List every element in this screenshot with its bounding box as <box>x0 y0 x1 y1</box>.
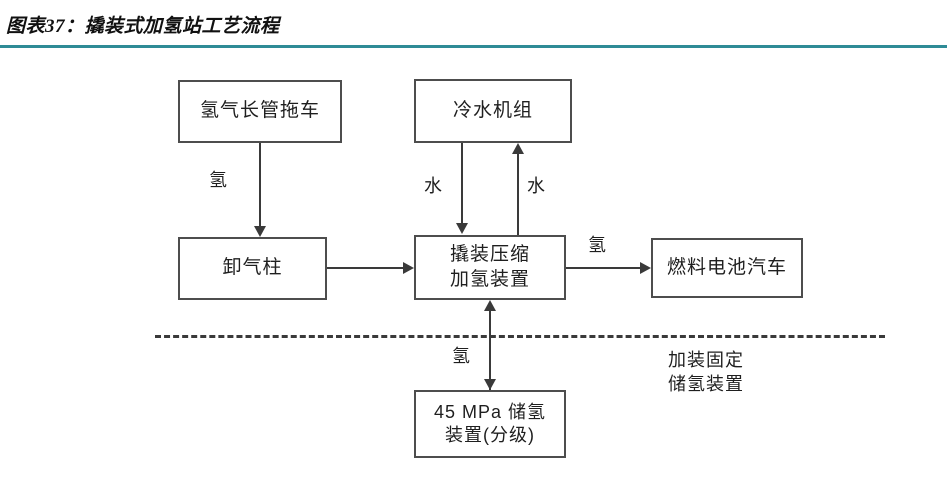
node-label: 氢气长管拖车 <box>199 100 320 122</box>
edge-label-skid-storage: 氢 <box>452 346 470 366</box>
edge-skid-storage-arrowhead-up <box>484 300 496 311</box>
node-fuel-cell-vehicle: 燃料电池汽车 <box>651 238 803 298</box>
node-skid-mounted-compression-refueling-unit: 撬装压缩 加氢装置 <box>414 235 566 300</box>
page-title: 图表37：撬装式加氢站工艺流程 <box>6 16 280 37</box>
annotation-line-2: 储氢装置 <box>668 373 744 394</box>
edge-skid-to-chiller-line <box>517 154 519 235</box>
edge-chiller-to-skid-line <box>461 143 463 223</box>
node-label: 燃料电池汽车 <box>666 256 787 278</box>
edge-column-to-skid-arrowhead <box>403 262 414 274</box>
title-divider-rule <box>0 45 947 48</box>
edge-trailer-to-column-line <box>259 143 261 226</box>
node-label-line-1: 45 MPa 储氢 <box>433 401 547 422</box>
node-label-line-2: 加氢装置 <box>449 268 530 290</box>
node-hydrogen-tube-trailer: 氢气长管拖车 <box>178 80 342 143</box>
edge-skid-to-chiller-arrowhead <box>512 143 524 154</box>
edge-skid-storage-arrowhead-down <box>484 379 496 390</box>
edge-trailer-to-column-arrowhead <box>254 226 266 237</box>
annotation-line-1: 加装固定 <box>668 350 744 370</box>
header: 图表37：撬装式加氢站工艺流程 <box>0 0 947 52</box>
edge-skid-to-fcv-line <box>566 267 640 269</box>
process-flow-diagram: 氢气长管拖车 冷水机组 卸气柱 撬装压缩 加氢装置 燃料电池汽车 45 MPa … <box>0 52 947 485</box>
edge-label-chiller-to-skid: 水 <box>424 176 442 196</box>
node-label-line-2: 装置(分级) <box>445 425 535 445</box>
edge-skid-storage-line <box>489 311 491 390</box>
annotation-fixed-storage: 加装固定 储氢装置 <box>668 349 818 397</box>
edge-column-to-skid-line <box>327 267 403 269</box>
edge-skid-to-fcv-arrowhead <box>640 262 651 274</box>
edge-label-trailer-to-column: 氢 <box>209 170 227 190</box>
node-45mpa-hydrogen-storage-device: 45 MPa 储氢 装置(分级) <box>414 390 566 458</box>
node-unloading-gas-column: 卸气柱 <box>178 237 327 300</box>
node-label: 卸气柱 <box>222 257 283 279</box>
edge-label-skid-to-fcv: 氢 <box>588 235 606 255</box>
node-chiller-unit: 冷水机组 <box>414 79 572 143</box>
edge-chiller-to-skid-arrowhead <box>456 223 468 234</box>
edge-label-skid-to-chiller: 水 <box>527 176 545 196</box>
section-divider-dashed-line <box>155 335 885 338</box>
node-label: 冷水机组 <box>452 99 533 121</box>
node-label-line-1: 撬装压缩 <box>449 244 530 266</box>
